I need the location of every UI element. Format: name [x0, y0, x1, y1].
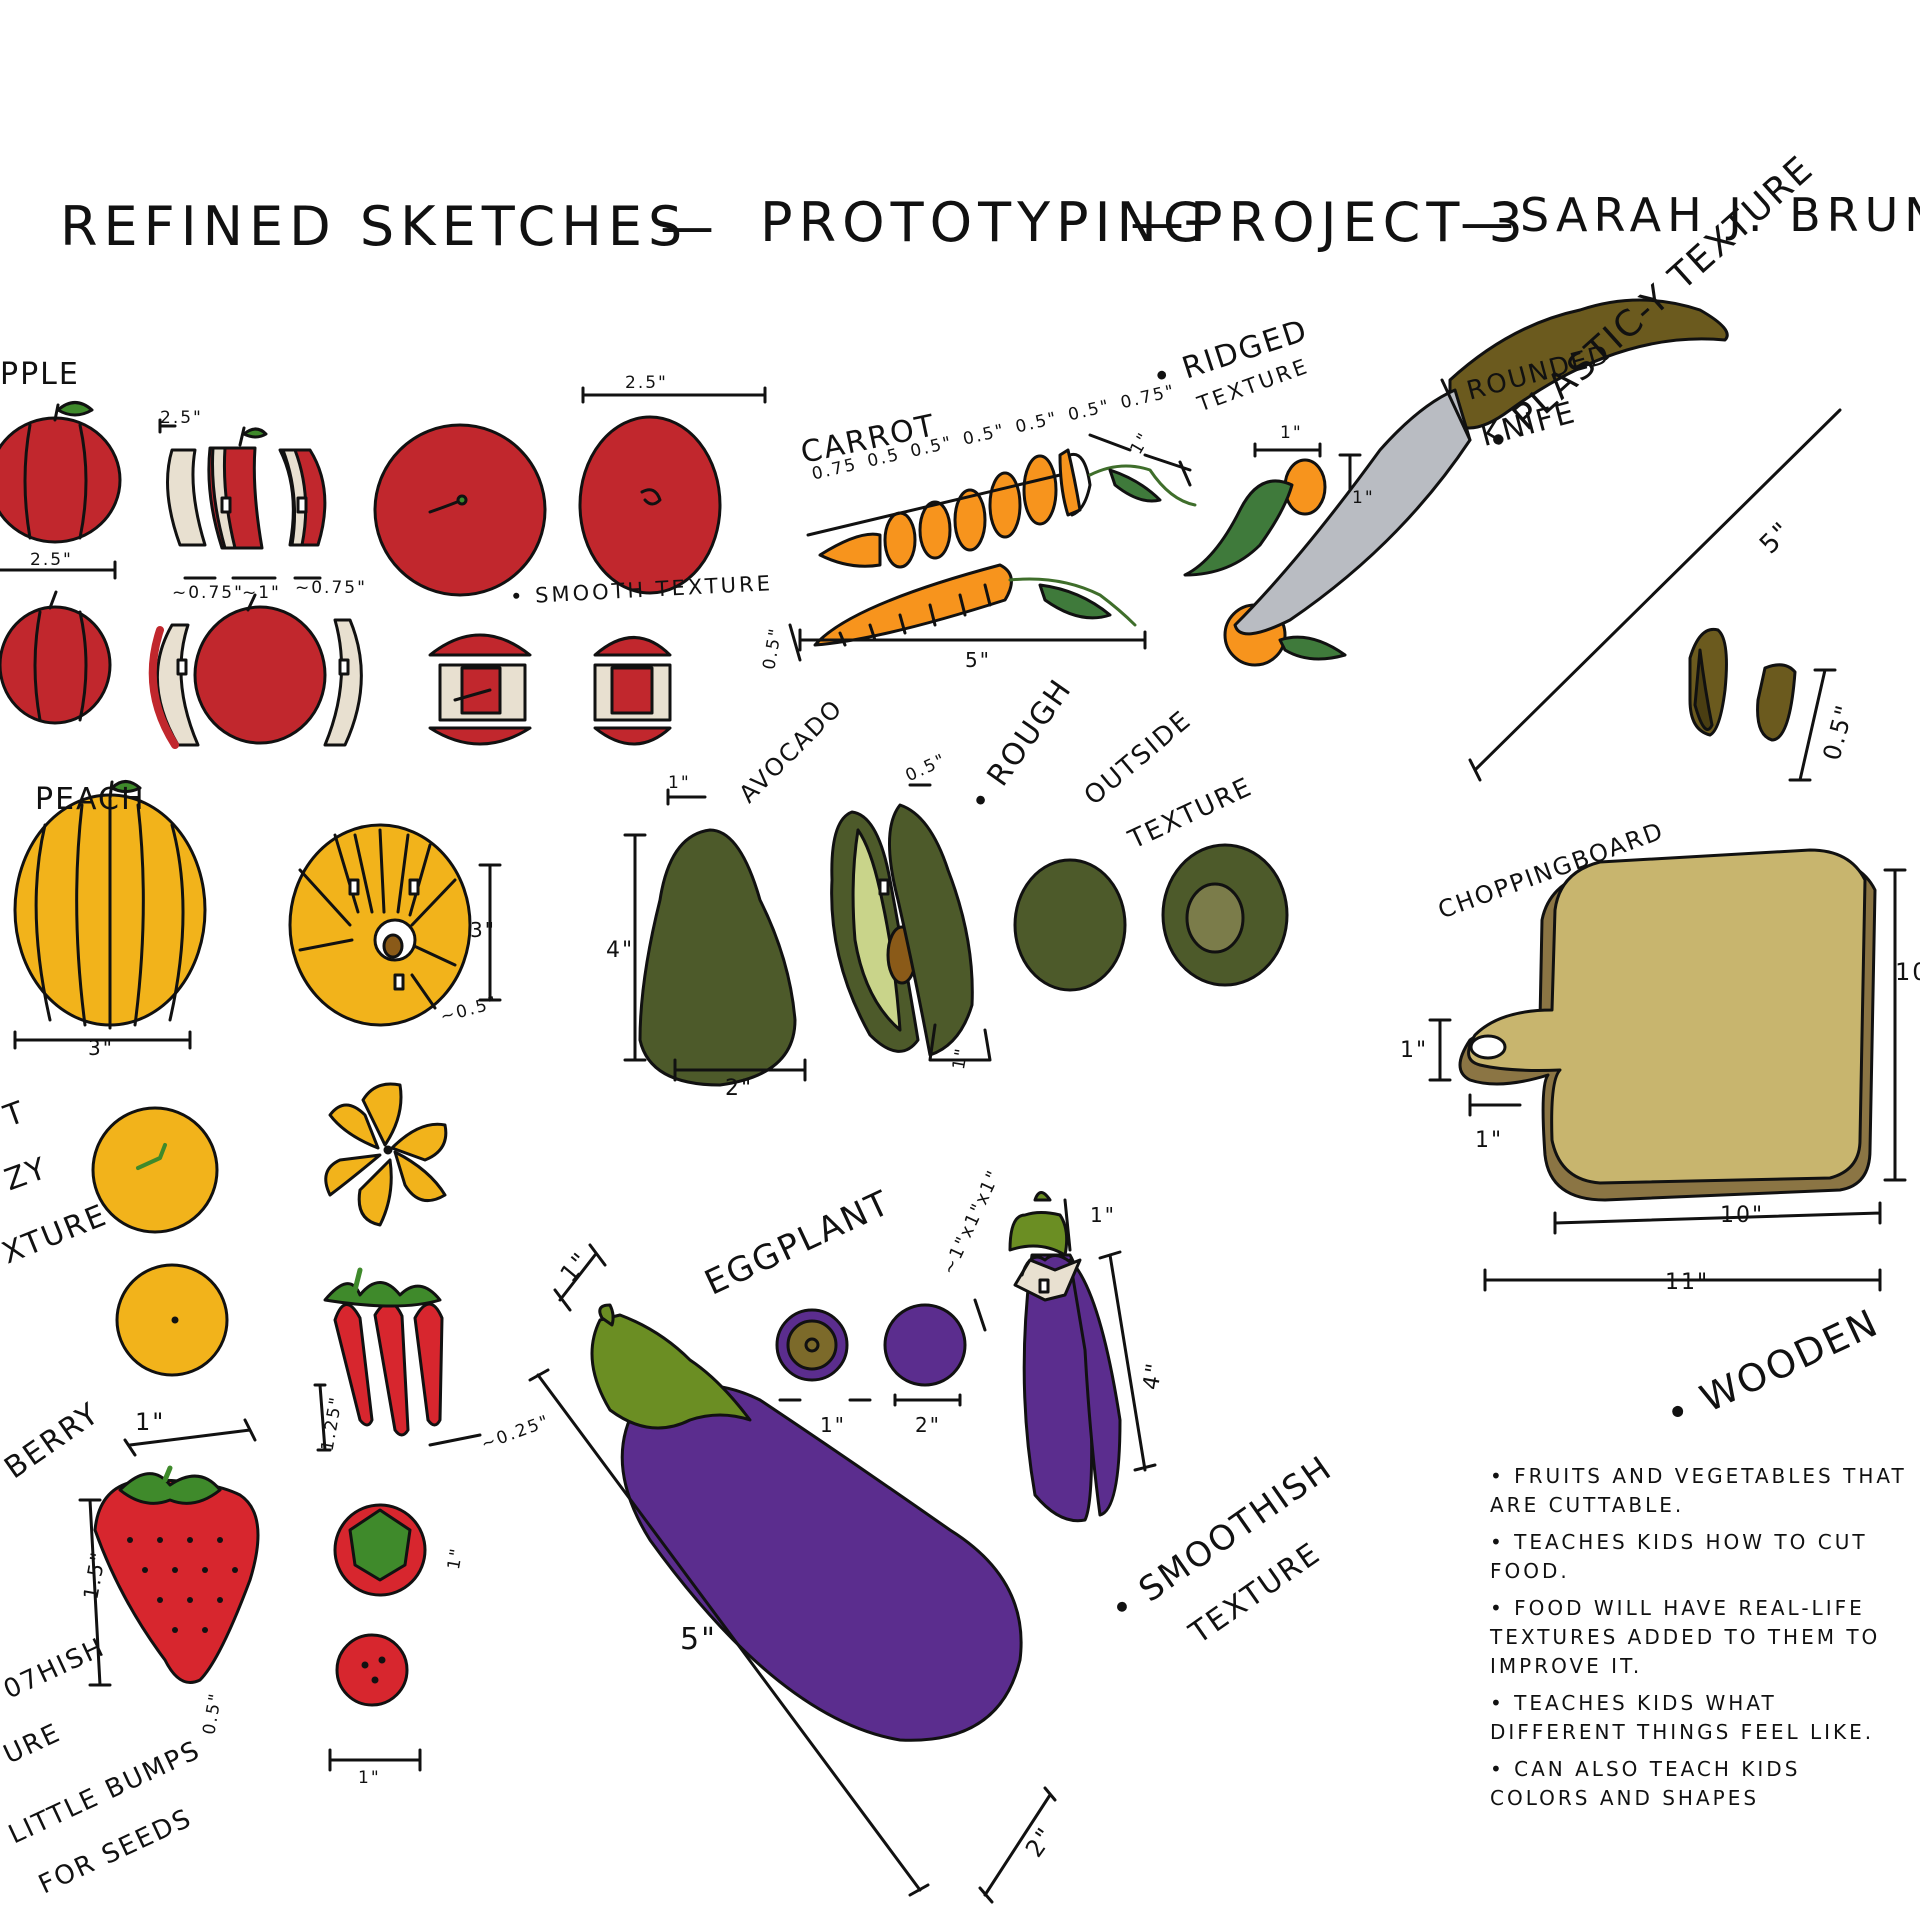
avocado-stem: 1" — [668, 773, 691, 793]
title-separator-2: — — [1130, 191, 1190, 254]
apple-slice-c: ~0.75" — [295, 578, 367, 598]
carrot-end-piece — [1183, 458, 1327, 577]
apple-label: PPLE — [0, 357, 80, 392]
peach-wedges — [324, 1082, 448, 1227]
eggplant-length: 5" — [680, 1622, 717, 1657]
note-item: • FOOD WILL HAVE REAL-LIFE TEXTURES ADDE… — [1490, 1596, 1881, 1678]
peach-width: 3" — [88, 1036, 114, 1060]
apple-slice-a: ~0.75" — [172, 583, 244, 603]
avocado-half-width: 1" — [949, 1045, 973, 1072]
carrot-slice-width: 1" — [1280, 423, 1303, 443]
strawberry-bottom — [335, 1633, 409, 1707]
avocado-height: 4" — [606, 938, 635, 963]
strawberry-top — [333, 1503, 427, 1597]
note-item: • TEACHES KIDS HOW TO CUT FOOD. — [1490, 1530, 1868, 1583]
peach-top — [91, 1106, 219, 1234]
apple-top-width: 2.5" — [625, 373, 668, 393]
eggplant-slice-inside — [775, 1308, 849, 1382]
apple-slice-b: ~1" — [242, 583, 281, 603]
peach-bottom — [115, 1263, 229, 1377]
title-part-3: PROJECT 3 — [1190, 191, 1529, 254]
peach-height: 3" — [470, 918, 496, 942]
board-width: 10" — [1720, 1203, 1765, 1228]
apple-width: 2.5" — [30, 550, 73, 570]
peach-whole — [13, 780, 207, 1030]
board-handle-w: 1" — [1475, 1128, 1504, 1153]
avocado-whole — [638, 828, 797, 1087]
strawberry-sliced — [323, 1267, 444, 1437]
chopping-board — [1458, 848, 1877, 1202]
apple-slice-top: 2.5" — [160, 408, 203, 428]
strawberry-width: 1" — [135, 1408, 166, 1436]
eggplant-slice-a: 1" — [820, 1413, 846, 1437]
carrot-whole — [813, 563, 1137, 647]
apple-sliced — [166, 426, 327, 550]
knife — [1233, 298, 1729, 636]
apple-whole-bottom — [578, 415, 722, 595]
title-separator-3: — — [1460, 191, 1520, 254]
title-part-2: PROTOTYPING — [760, 191, 1211, 254]
avocado-halved-round — [1161, 843, 1289, 987]
note-item: • FRUITS AND VEGETABLES THAT ARE CUTTABL… — [1490, 1464, 1907, 1517]
apple-whole-top — [373, 423, 547, 597]
board-full-width: 11" — [1665, 1270, 1710, 1295]
carrot-slice-height: 1" — [1352, 488, 1375, 508]
strawberry-base-w: 1" — [358, 1768, 381, 1788]
note-item: • CAN ALSO TEACH KIDS COLORS AND SHAPES — [1490, 1757, 1801, 1810]
eggplant-slice-b: 2" — [915, 1413, 941, 1437]
note-item: • TEACHES KIDS WHAT DIFFERENT THINGS FEE… — [1490, 1691, 1875, 1744]
knife-handle-pieces — [1688, 627, 1797, 742]
carrot-length: 5" — [965, 648, 991, 672]
eggplant-whole — [590, 1303, 1023, 1742]
strawberry-seeds — [127, 1537, 238, 1633]
strawberry-side: 1" — [444, 1545, 468, 1572]
avocado-half — [830, 803, 974, 1057]
peach-sliced — [288, 823, 472, 1027]
notes-list: • FRUITS AND VEGETABLES THAT ARE CUTTABL… — [1490, 1462, 1910, 1821]
board-handle-h: 1" — [1400, 1038, 1429, 1063]
title-separator-1: — — [660, 195, 720, 258]
eggplant-cut-top: 1" — [1090, 1203, 1116, 1227]
apple-core-cut-2 — [593, 636, 672, 746]
eggplant-cut-height: 4" — [1138, 1359, 1169, 1392]
carrot-sliced — [818, 448, 1197, 569]
board-height: 10 — [1895, 958, 1920, 986]
peach-label: PEACH — [35, 782, 146, 817]
apple-whole-front — [0, 401, 122, 544]
eggplant-slice-outside — [883, 1303, 967, 1387]
apple-half-open — [148, 593, 363, 749]
title-part-4: SARAH J. BRUNO — [1520, 188, 1920, 242]
avocado-width: 2" — [725, 1076, 754, 1101]
apple-whole-2 — [0, 590, 112, 725]
title-part-1: REFINED SKETCHES — [60, 195, 689, 258]
apple-core-cut-1 — [428, 633, 532, 746]
avocado-round — [1013, 858, 1127, 992]
strawberry-whole — [93, 1465, 260, 1684]
eggplant-cut-standing — [1008, 1191, 1122, 1523]
